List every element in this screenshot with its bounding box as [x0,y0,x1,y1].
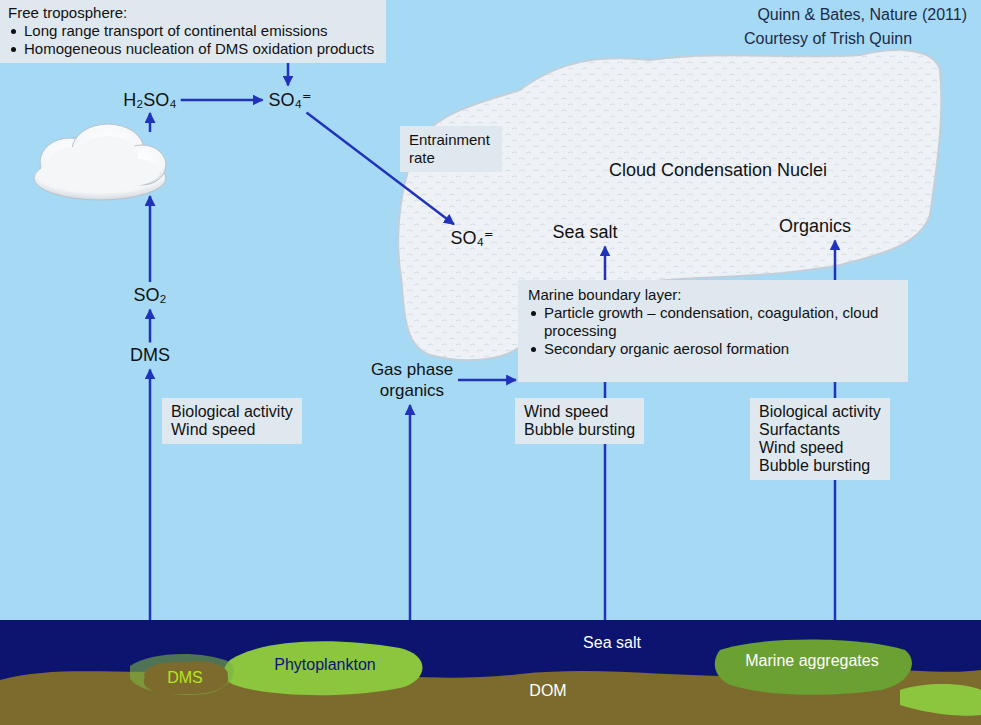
node-text: Surfactants [759,421,881,439]
node-text: Cloud Condensation Nuclei [609,160,827,181]
factor-box: Biological activityWind speed [162,398,302,444]
flow-arrow [306,113,453,225]
flow-arrow [181,99,263,102]
chemical-species: H₂SO₄ [119,88,180,113]
node-text: DMS [167,668,203,687]
node-text: DMS [130,345,170,366]
node-text: Secondary organic aerosol formation [544,340,898,358]
node-text: Sea salt [583,634,641,652]
bullet-dot [531,311,536,316]
aerosol-label: Sea salt [548,220,621,245]
node-text: Bubble bursting [759,457,881,475]
flow-arrow [409,405,412,645]
flow-arrow [287,63,290,86]
node-text: SO₄⁼ [451,228,494,249]
small-cloud [34,124,166,200]
chemical-species: SO₂ [130,283,171,308]
factor-box: Biological activitySurfactantsWind speed… [750,398,890,480]
info-box: Entrainment rate [400,126,502,172]
node-text: SO₂ [134,285,167,306]
cloud-to-h2so4-arrow [149,113,152,132]
ocean-blob: DOM [503,673,592,708]
credit-note: Quinn & Bates, Nature (2011) [757,6,967,24]
chemical-species: SO₄⁼ [265,88,316,113]
credit-note: Courtesy of Trish Quinn [744,30,912,48]
node-text: SO₄⁼ [269,90,312,111]
node-text: Sea salt [552,222,617,243]
ocean-blob: DMS [137,658,233,697]
node-text: Gas phase organics [370,359,454,401]
node-text: Marine aggregates [745,651,878,670]
node-text: Entrainment rate [409,131,493,167]
bullet-item: Long range transport of continental emis… [8,22,374,40]
chemical-species: DMS [126,343,174,368]
info-box: Free troposphere:Long range transport of… [0,0,386,63]
node-text: DOM [529,681,566,700]
node-text: Wind speed [524,403,635,421]
bullet-dot [11,47,16,52]
node-text: H₂SO₄ [123,90,176,111]
ocean-band: Sea saltDMS PhytoplanktonDOM Marine aggreg… [0,620,981,725]
bullet-dot [531,347,536,352]
flow-arrow [149,310,152,343]
flow-arrow [458,379,516,382]
node-text: Long range transport of continental emis… [24,22,374,40]
node-text: Phytoplankton [274,655,375,674]
info-box: Marine boundary layer:Particle growth – … [518,280,908,382]
node-text: Biological activity [759,403,881,421]
small-cloud-fill [40,136,160,190]
aerosol-label: SO₄⁼ [447,226,498,251]
flow-arrow [149,370,152,658]
node-text: Bubble bursting [524,421,635,439]
node-text: Biological activity [171,403,293,421]
bullet-dot [11,29,16,34]
node-text: Particle growth – condensation, coagulat… [544,304,898,340]
factor-box: Wind speedBubble bursting [515,398,644,444]
bullet-item: Secondary organic aerosol formation [528,340,898,358]
node-text: Wind speed [171,421,293,439]
node-text: Homogeneous nucleation of DMS oxidation … [24,40,374,58]
box-heading: Marine boundary layer: [528,286,898,304]
node-text: Organics [779,216,851,237]
so2-to-cloud-arrow [149,196,152,282]
box-heading: Free troposphere: [8,4,374,22]
bullet-item: Particle growth – condensation, coagulat… [528,304,898,340]
aerosol-label: Organics [775,214,855,239]
aggregate-blob: Marine aggregates [727,641,896,680]
phytoplankton-blob: Phytoplankton [229,645,420,684]
node-text: Wind speed [759,439,881,457]
chemical-species: Gas phase organics [366,357,458,403]
bullet-item: Homogeneous nucleation of DMS oxidation … [8,40,374,58]
